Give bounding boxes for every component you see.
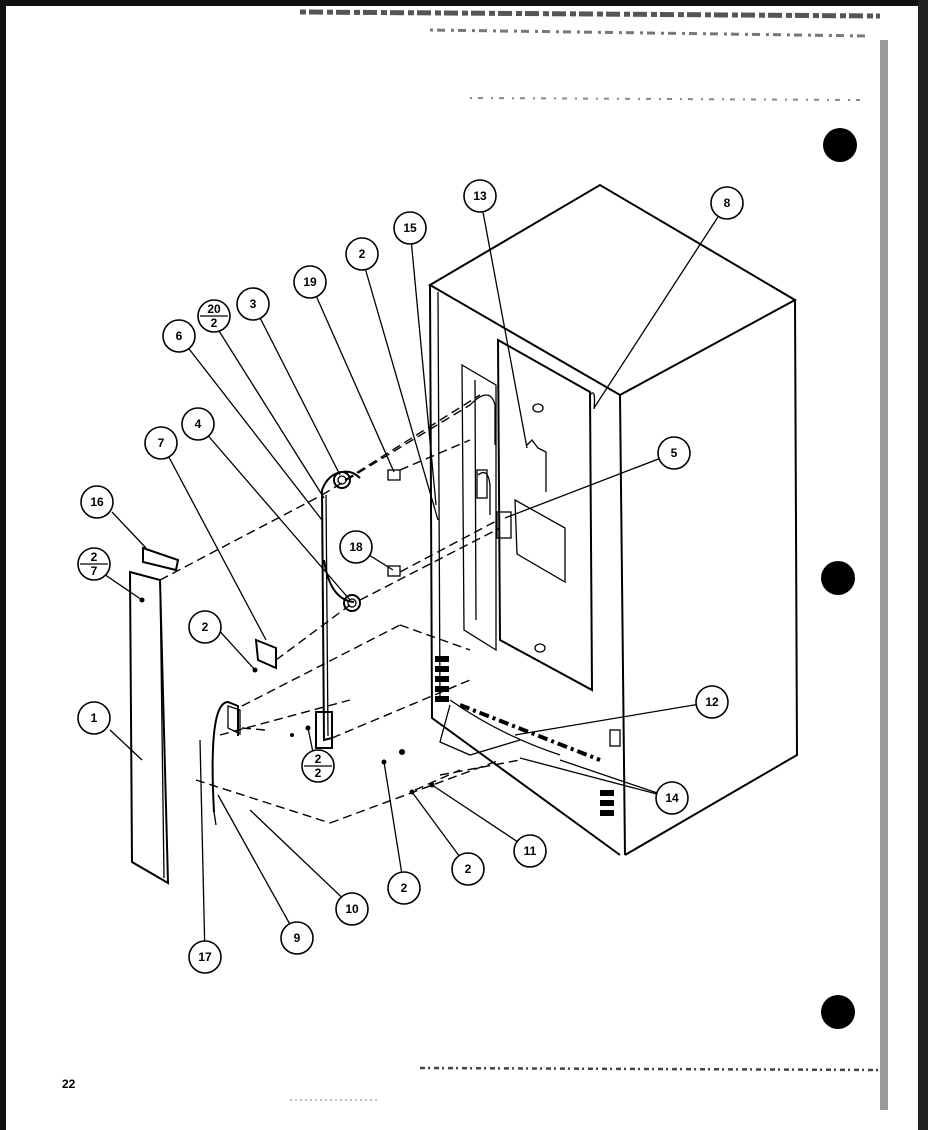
callout-2: 2 (387, 871, 421, 905)
svg-text:2: 2 (202, 620, 209, 634)
svg-text:13: 13 (473, 189, 487, 203)
svg-text:8: 8 (724, 196, 731, 210)
callout-2: 2 (188, 610, 222, 644)
callout-fraction-20-2: 20 2 (197, 299, 231, 333)
svg-text:2: 2 (359, 247, 366, 261)
svg-text:11: 11 (524, 844, 537, 858)
callout-14: 14 (655, 781, 689, 815)
punch-hole-top (823, 128, 857, 162)
wire-harness (211, 700, 241, 826)
svg-text:7: 7 (158, 436, 165, 450)
page-number: 22 (62, 1077, 76, 1091)
svg-text:4: 4 (195, 417, 202, 431)
svg-text:2: 2 (465, 862, 472, 876)
svg-text:2: 2 (315, 766, 322, 780)
svg-text:6: 6 (176, 329, 183, 343)
svg-text:3: 3 (250, 297, 257, 311)
svg-text:19: 19 (303, 275, 317, 289)
callout-11: 11 (513, 834, 547, 868)
control-assembly (254, 469, 401, 749)
callout-10: 10 (335, 892, 369, 926)
svg-text:1: 1 (91, 711, 98, 725)
callout-fraction-2-2: 2 2 (301, 749, 335, 783)
callout-17: 17 (188, 940, 222, 974)
callout-8: 8 (710, 186, 744, 220)
callout-13: 13 (463, 179, 497, 213)
svg-text:2: 2 (315, 752, 322, 766)
svg-text:9: 9 (294, 931, 301, 945)
callout-4: 4 (181, 407, 215, 441)
trim-cap (142, 546, 180, 572)
refrigerator-cabinet (428, 183, 799, 856)
assembly-dashed-lines (159, 394, 521, 824)
bracket-7 (254, 638, 277, 670)
callout-3: 3 (236, 287, 270, 321)
svg-text:5: 5 (671, 446, 678, 460)
leader-lines (97, 195, 728, 958)
callout-6: 6 (162, 319, 196, 353)
callout-fraction-2-7: 2 7 (77, 547, 111, 581)
svg-text:2: 2 (91, 550, 98, 564)
callout-2: 2 (345, 237, 379, 271)
callout-2: 2 (451, 852, 485, 886)
svg-text:12: 12 (705, 695, 719, 709)
callout-7: 7 (144, 426, 178, 460)
control-channel (461, 363, 497, 652)
callout-18: 18 (339, 530, 373, 564)
bottom-vents (435, 656, 621, 816)
svg-text:2: 2 (211, 316, 218, 330)
svg-text:2: 2 (401, 881, 408, 895)
punch-hole-middle (821, 561, 855, 595)
callout-5: 5 (657, 436, 691, 470)
svg-text:10: 10 (345, 902, 359, 916)
callout-1: 1 (77, 701, 111, 735)
callout-9: 9 (280, 921, 314, 955)
screws (139, 597, 435, 795)
svg-text:16: 16 (90, 495, 104, 509)
svg-text:15: 15 (403, 221, 417, 235)
side-trim-panel (128, 546, 180, 885)
svg-text:14: 14 (665, 791, 679, 805)
callout-16: 16 (80, 485, 114, 519)
svg-text:7: 7 (91, 564, 98, 578)
callout-15: 15 (393, 211, 427, 245)
label-plate (514, 498, 566, 584)
evaporator-cover-panel (496, 338, 594, 692)
callout-12: 12 (695, 685, 729, 719)
svg-text:20: 20 (207, 302, 221, 316)
svg-text:18: 18 (349, 540, 363, 554)
punch-hole-bottom (821, 995, 855, 1029)
svg-text:17: 17 (198, 950, 212, 964)
callout-19: 19 (293, 265, 327, 299)
